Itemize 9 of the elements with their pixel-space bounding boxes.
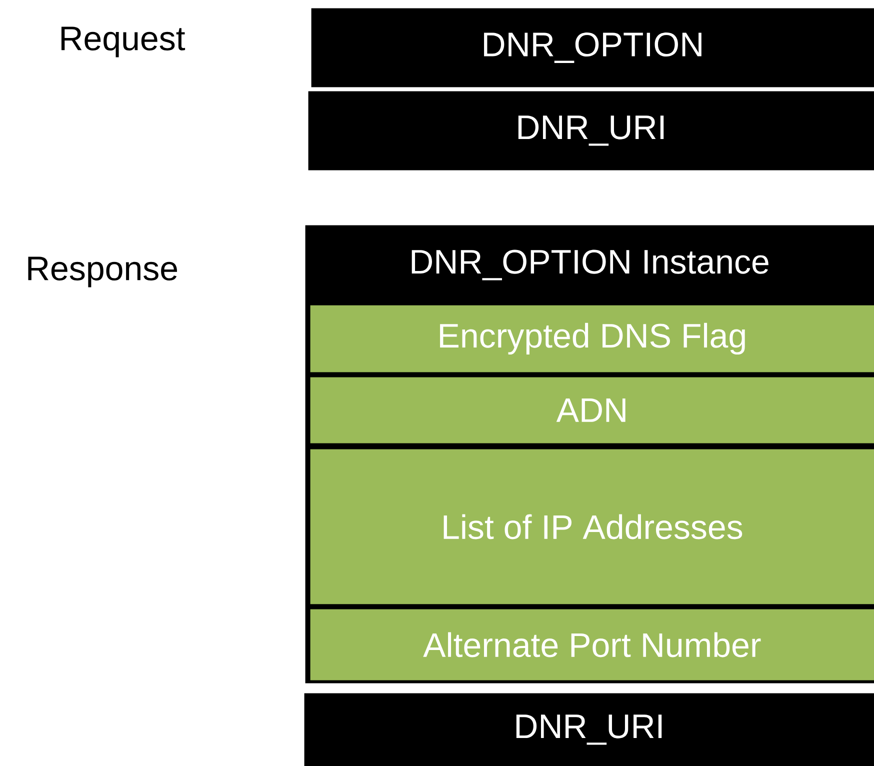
field-row: Alternate Port Number: [310, 609, 874, 680]
field-box: DNR_URI: [304, 693, 874, 766]
section-label: Response: [28, 256, 177, 288]
field-box: DNR_URI: [308, 91, 874, 170]
field-box: DNR_OPTION: [311, 8, 874, 88]
field-row: List of IP Addresses: [310, 449, 874, 604]
section-label: Request: [61, 26, 186, 58]
field-row: ADN: [310, 377, 874, 444]
field-row: Encrypted DNS Flag: [310, 305, 874, 372]
